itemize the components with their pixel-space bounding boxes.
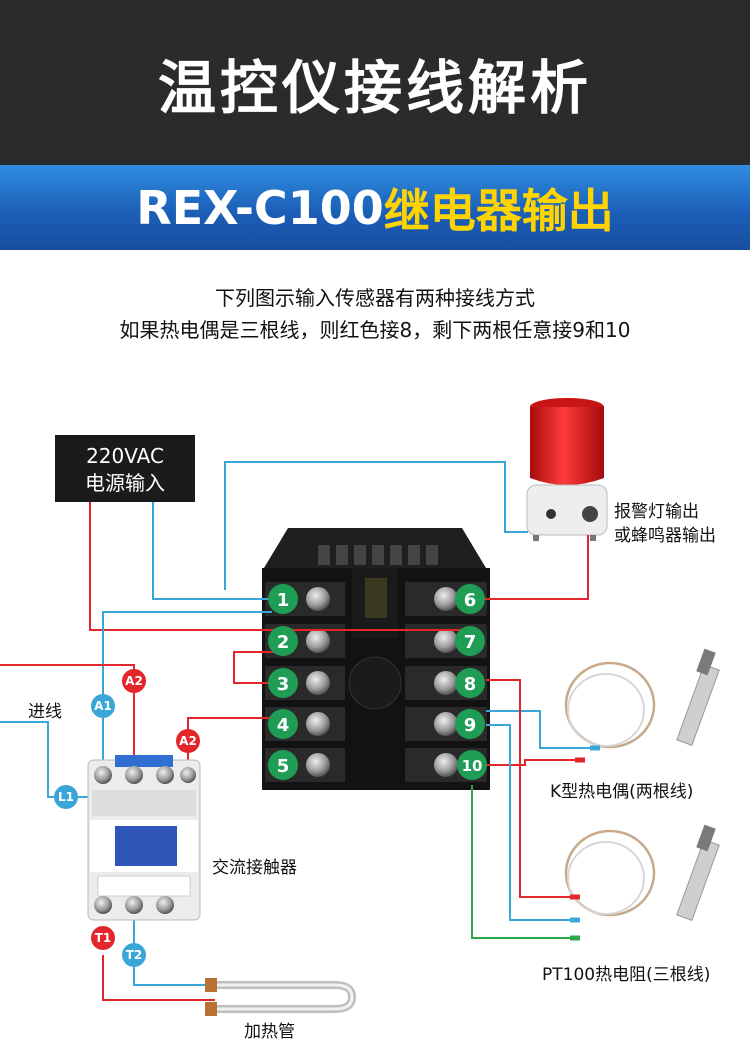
marker-t1: T1 [95, 931, 112, 945]
marker-a1: A1 [94, 699, 112, 713]
wire-markers: A2 A1 A2 L1 T1 T2 [54, 669, 200, 967]
alarm-lamp [526, 398, 608, 541]
title-bar: 温控仪接线解析 [0, 0, 750, 165]
marker-a2-top: A2 [125, 674, 143, 688]
wire-10-to-k [486, 759, 575, 766]
heater-tube [205, 978, 357, 1016]
terminal-label-10: 10 [462, 757, 483, 775]
terminal-label-1: 1 [277, 590, 290, 611]
output-type: 继电器输出 [383, 183, 614, 238]
terminal-label-8: 8 [464, 674, 477, 695]
wire-t1-to-heater [102, 955, 215, 1001]
k-thermocouple [564, 648, 720, 763]
terminal-label-3: 3 [277, 674, 290, 695]
jumper-2-3 [233, 651, 283, 684]
power-voltage: 220VAC [86, 444, 164, 468]
k-thermocouple-label: K型热电偶(两根线) [550, 782, 694, 802]
incoming-label: 进线 [28, 702, 62, 722]
pt100-label: PT100热电阻(三根线) [542, 965, 711, 985]
terminal-label-2: 2 [277, 632, 290, 653]
terminal-label-5: 5 [277, 756, 290, 777]
intro-line-1: 下列图示输入传感器有两种接线方式 [215, 286, 535, 310]
wire-10-to-pt100 [471, 785, 570, 939]
model-name: REX-C100 [136, 180, 384, 235]
alarm-label-1: 报警灯输出 [614, 502, 699, 522]
wire-6-to-alarm [460, 535, 589, 600]
wire-1-to-alarm [224, 461, 528, 590]
wire-9-to-k [486, 710, 590, 749]
wire-incoming-red [0, 664, 135, 760]
wire-power-to-1 [152, 502, 272, 600]
wire-9-to-pt100 [486, 724, 570, 921]
terminal-label-7: 7 [464, 632, 477, 653]
wire-8-to-pt100 [486, 679, 570, 898]
page-title: 温控仪接线解析 [157, 53, 592, 122]
terminal-label-9: 9 [464, 715, 477, 736]
terminal-label-4: 4 [277, 715, 290, 736]
terminal-label-6: 6 [464, 590, 477, 611]
power-input-box [55, 435, 195, 502]
marker-t2: T2 [126, 948, 143, 962]
marker-l1: L1 [58, 790, 74, 804]
ac-contactor [87, 755, 201, 921]
heater-label: 加热管 [244, 1022, 295, 1042]
intro-line-2: 如果热电偶是三根线，则红色接8，剩下两根任意接9和10 [119, 318, 631, 342]
wire-t2-to-heater [133, 920, 215, 986]
pt100-sensor [564, 824, 720, 941]
power-label: 电源输入 [85, 471, 165, 495]
alarm-label-2: 或蜂鸣器输出 [614, 526, 716, 546]
contactor-label: 交流接触器 [212, 858, 297, 878]
terminal-badges: 1 2 3 4 5 6 7 8 9 10 [268, 584, 487, 780]
temperature-controller [262, 528, 490, 790]
marker-a2: A2 [179, 734, 197, 748]
wire-incoming-blue [0, 721, 90, 798]
